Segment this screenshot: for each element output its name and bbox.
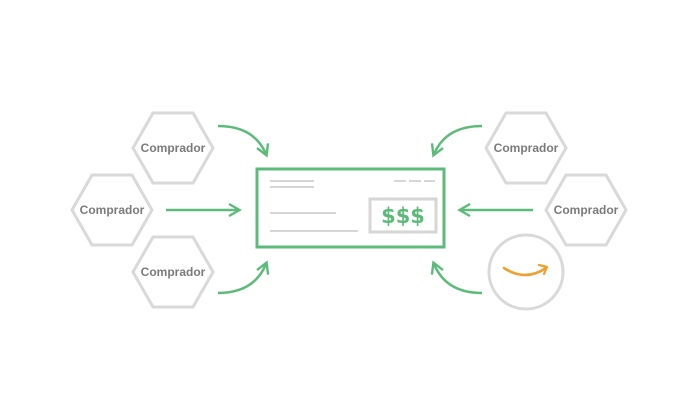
arrow-left-top xyxy=(217,124,270,158)
buyer-left-middle: Comprador xyxy=(70,173,154,247)
buyer-left-top: Comprador xyxy=(131,111,215,185)
payment-check: $$$ xyxy=(255,167,446,249)
buyer-label: Comprador xyxy=(554,203,619,217)
arrow-right-top xyxy=(430,124,483,158)
buyer-left-bottom: Comprador xyxy=(131,235,215,309)
seller-circle xyxy=(487,233,565,311)
buyer-label: Comprador xyxy=(494,141,559,155)
check-amount: $$$ xyxy=(381,204,425,228)
buyer-right-middle: Comprador xyxy=(544,173,628,247)
amazon-seller xyxy=(487,233,565,311)
buyer-label: Comprador xyxy=(141,141,206,155)
buyer-label: Comprador xyxy=(80,203,145,217)
buyer-label: Comprador xyxy=(141,265,206,279)
hexagon-shape xyxy=(70,173,154,247)
hexagon-shape xyxy=(544,173,628,247)
arrow-right-bottom xyxy=(430,260,483,295)
arrow-left-bottom xyxy=(217,260,270,295)
hexagon-shape xyxy=(131,235,215,309)
amount-box xyxy=(368,197,438,234)
amazon-smile-icon xyxy=(502,263,549,277)
hexagon-shape xyxy=(484,111,568,185)
buyer-right-top: Comprador xyxy=(484,111,568,185)
hexagon-shape xyxy=(131,111,215,185)
